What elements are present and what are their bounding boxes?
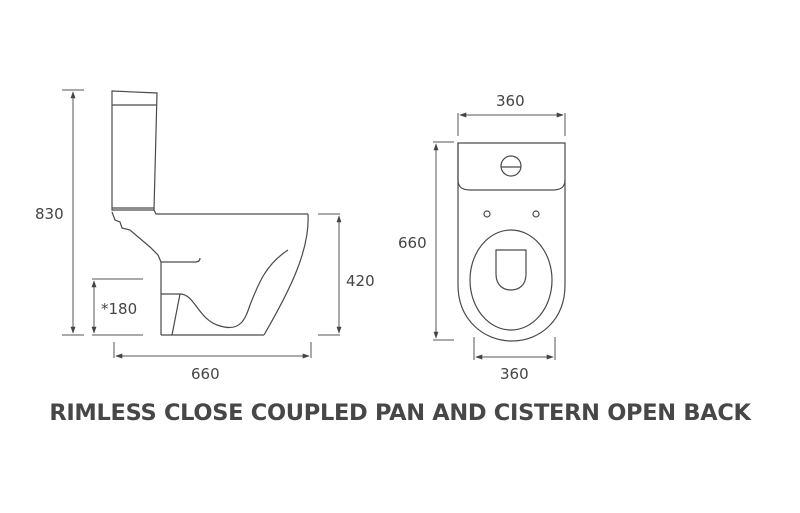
pan-plan-outline [457,142,566,342]
side-view [62,89,342,359]
overall-height-label: 830 [35,205,64,223]
pan-width-label: 360 [500,365,529,383]
waste-height-label: *180 [101,300,138,318]
projection-label: 660 [191,365,220,383]
pan-height-label: 420 [346,272,375,290]
cistern-outline [111,90,158,211]
cistern-width-label: 360 [496,92,525,110]
product-title: RIMLESS CLOSE COUPLED PAN AND CISTERN OP… [49,400,751,426]
pan-outline [263,213,309,336]
top-view [433,112,566,360]
plan-length-label: 660 [398,234,427,252]
